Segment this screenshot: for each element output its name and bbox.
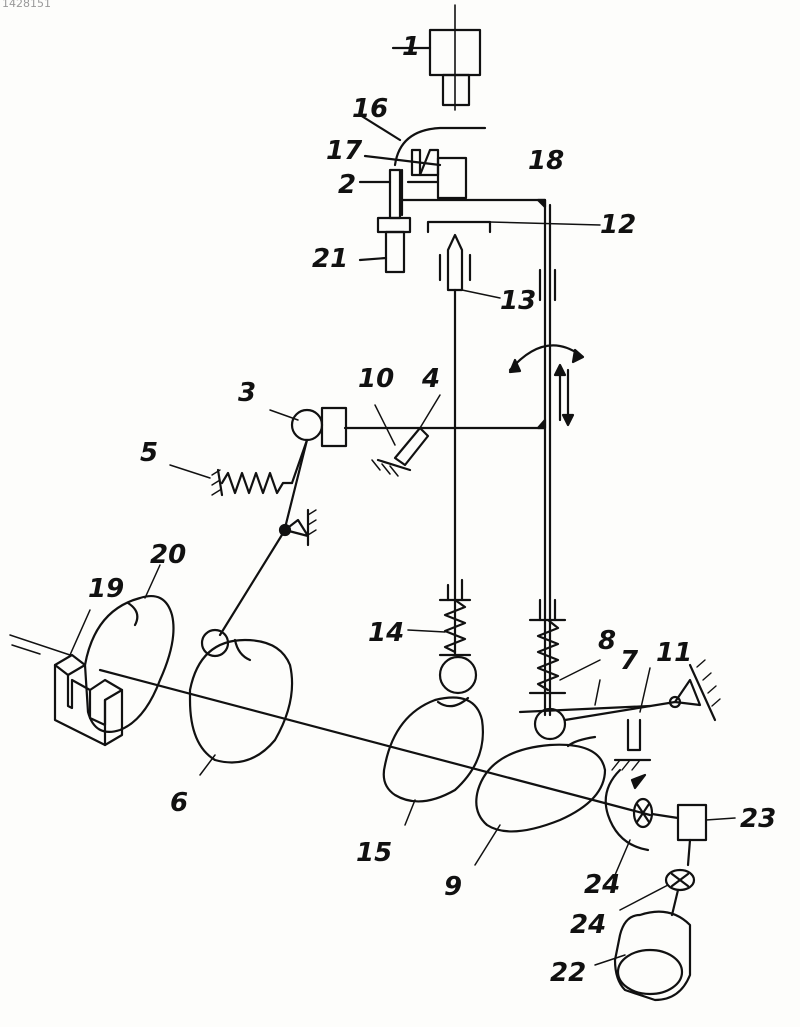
- label-19: 19: [88, 576, 124, 602]
- label-7: 7: [620, 648, 638, 674]
- part-12-frame: [400, 200, 600, 715]
- lever-4-10: [292, 395, 545, 476]
- label-17: 17: [326, 138, 362, 164]
- label-5: 5: [140, 440, 158, 466]
- leader-lines: [145, 410, 500, 865]
- label-24-lower: 24: [570, 912, 606, 938]
- label-9: 9: [444, 874, 462, 900]
- motion-arrows: [510, 345, 583, 425]
- label-23: 23: [740, 806, 776, 832]
- label-8: 8: [598, 628, 616, 654]
- label-24-upper: 24: [584, 872, 620, 898]
- cam-9: [476, 737, 605, 831]
- cam-6: [190, 640, 292, 763]
- spring-5-linkage: [170, 440, 316, 656]
- cam-20: [85, 596, 174, 732]
- label-22: 22: [550, 960, 586, 986]
- label-20: 20: [150, 542, 186, 568]
- label-2: 2: [338, 172, 356, 198]
- label-1: 1: [402, 34, 420, 60]
- label-13: 13: [500, 288, 536, 314]
- label-10: 10: [358, 366, 394, 392]
- label-3: 3: [238, 380, 256, 406]
- label-12: 12: [600, 212, 636, 238]
- label-21: 21: [312, 246, 348, 272]
- label-16: 16: [352, 96, 388, 122]
- label-15: 15: [356, 840, 392, 866]
- label-14: 14: [368, 620, 404, 646]
- label-18: 18: [528, 148, 564, 174]
- part-19-fork: [55, 610, 122, 745]
- spring-14: [408, 580, 476, 693]
- label-4: 4: [422, 366, 440, 392]
- label-6: 6: [170, 790, 188, 816]
- label-11: 11: [656, 640, 692, 666]
- spring-8: [530, 600, 600, 739]
- gripper-assembly: [360, 115, 485, 272]
